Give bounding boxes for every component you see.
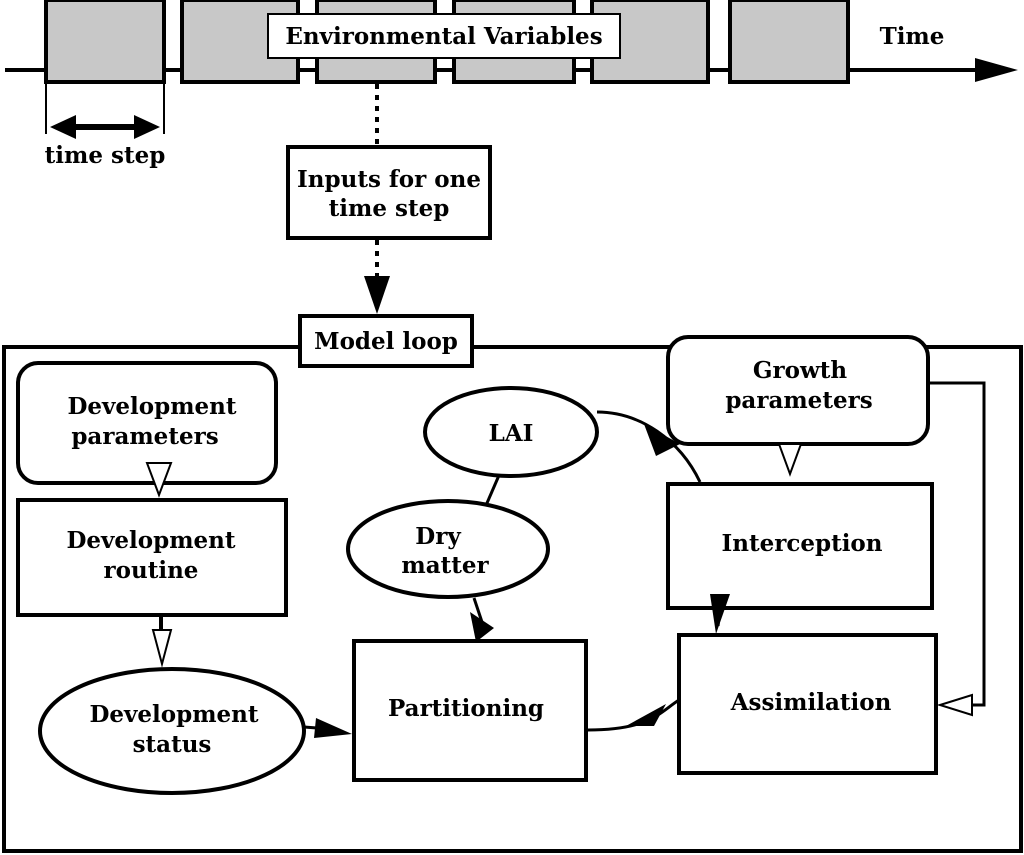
lai-ellipse: [423, 386, 599, 478]
status-to-partitioning-arrowhead: [314, 718, 352, 738]
time-step-arrow-right: [134, 115, 160, 139]
interception-label: Interception: [722, 530, 883, 557]
lai-label: LAI: [489, 420, 534, 447]
time-step-block-1: [44, 0, 166, 84]
partitioning-label: Partitioning: [388, 695, 544, 722]
dry-matter-ellipse: [346, 499, 550, 599]
inputs-to-loop-arrowhead: [364, 276, 390, 314]
growth-parameters-line2: parameters: [725, 387, 872, 414]
development-parameters-box: [16, 361, 278, 485]
development-parameters-line1: Development: [67, 393, 236, 420]
development-status-ellipse: [38, 667, 306, 795]
inputs-label-line2: time step: [329, 195, 450, 222]
partitioning-box: [352, 639, 588, 782]
partitioning-to-dry-matter-arrowhead: [470, 612, 494, 642]
model-loop-title-box: [298, 314, 474, 368]
assimilation-to-partitioning-arrowhead: [626, 704, 666, 726]
development-status-line1: Development: [89, 701, 258, 728]
partitioning-to-dry-matter-line: [472, 597, 484, 623]
time-step-arrow-left: [50, 115, 76, 139]
routine-to-status-arrow: [151, 629, 173, 668]
time-axis-arrowhead: [975, 58, 1018, 82]
growth-params-to-assimilation-line: [928, 381, 986, 707]
model-loop-title: Model loop: [314, 328, 458, 355]
dev-params-to-routine-arrow: [145, 462, 173, 498]
time-label: Time: [880, 23, 945, 50]
env-variables-label: Environmental Variables: [285, 23, 602, 50]
timeline: Environmental Variables Time time step: [5, 0, 1018, 169]
growth-params-to-interception-arrow: [777, 443, 803, 477]
interception-box: [666, 482, 934, 610]
interception-to-assimilation-arrowhead: [710, 594, 730, 634]
time-step-block-6: [728, 0, 850, 84]
dry-matter-line2: matter: [401, 552, 489, 579]
env-variables-box: [267, 13, 621, 59]
lai-to-interception-curve: [596, 410, 702, 483]
development-routine-box: [16, 498, 288, 617]
inputs-label-line1: Inputs for one: [297, 166, 481, 193]
assimilation-box: [677, 633, 938, 775]
development-status-line2: status: [133, 731, 212, 758]
development-routine-line1: Development: [66, 527, 235, 554]
assimilation-label: Assimilation: [730, 689, 892, 716]
lai-to-interception-arrowhead: [644, 424, 680, 456]
growth-params-to-assimilation-arrow: [936, 693, 973, 717]
time-step-label: time step: [45, 142, 166, 169]
growth-parameters-line1: Growth: [753, 357, 848, 384]
model-loop-frame: [2, 345, 1023, 853]
development-parameters-line2: parameters: [71, 423, 218, 450]
inputs-box: [286, 145, 492, 240]
development-routine-line2: routine: [104, 557, 199, 584]
dry-matter-line1: Dry: [415, 523, 461, 550]
